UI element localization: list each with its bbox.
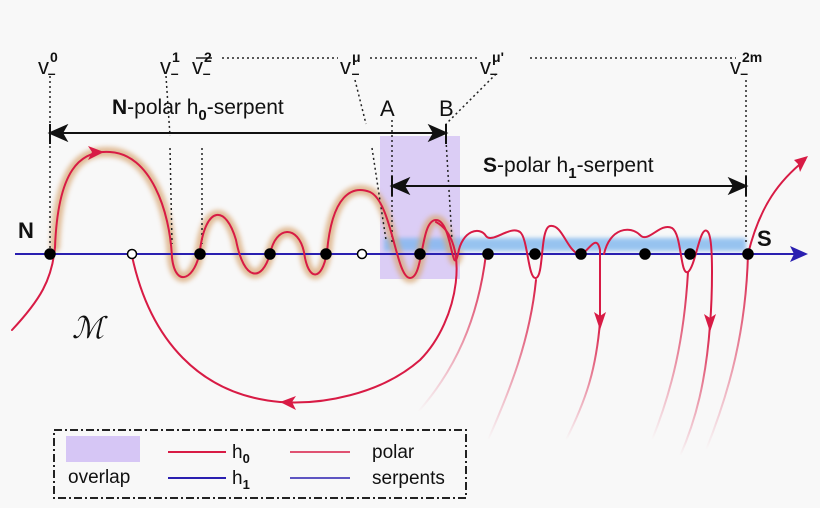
intersection-points: [44, 248, 754, 260]
label-N: N: [18, 218, 34, 243]
s-serpent-halo: [384, 238, 746, 251]
label-A: A: [380, 96, 395, 121]
h0-arrowheads: [88, 146, 808, 410]
label-B: B: [439, 96, 454, 121]
h0-curves: [11, 150, 806, 457]
vertex-point: [575, 248, 587, 260]
label-v-mu: vμ–: [340, 49, 361, 81]
legend-h0-label: h0: [232, 442, 250, 466]
vertex-point: [126, 248, 138, 260]
vertex-point: [194, 248, 206, 260]
vertex-point: [414, 248, 426, 260]
vertex-point: [264, 248, 276, 260]
vertex-point: [482, 248, 494, 260]
legend-polar-label: polar: [372, 442, 415, 463]
vertex-point: [684, 248, 696, 260]
vertex-labels: v0– v1– v2– vμ– vμ'– v2m–: [38, 49, 762, 81]
s-serpent-title: S-polar h1-serpent: [483, 154, 654, 182]
legend-overlap-label: overlap: [68, 467, 130, 488]
label-v-2m: v2m–: [730, 49, 762, 81]
legend-overlap-swatch: [66, 436, 140, 462]
vertex-point: [320, 248, 332, 260]
label-v0: v0–: [38, 49, 58, 81]
label-v2: v2–: [192, 49, 212, 81]
leader-lines: [49, 57, 747, 250]
vertex-point: [529, 248, 541, 260]
label-v-mu-prime: vμ'–: [480, 49, 504, 81]
legend-h1-label: h1: [232, 468, 250, 492]
label-v1: v1–: [160, 49, 180, 81]
s-serpent-span: [389, 176, 749, 196]
vertex-point: [742, 248, 754, 260]
h1-axis-arrowhead: [790, 246, 808, 262]
n-serpent-span: [47, 123, 449, 144]
vertex-point: [44, 248, 56, 260]
legend: overlap h0 h1 polar serpents: [53, 429, 467, 499]
n-serpent-title: N-polar h0-serpent: [112, 96, 284, 124]
label-S: S: [757, 226, 772, 251]
vertex-point: [356, 248, 368, 260]
vertex-point: [639, 248, 651, 260]
label-manifold: ℳ: [72, 312, 108, 345]
legend-serpents-label: serpents: [372, 468, 445, 489]
